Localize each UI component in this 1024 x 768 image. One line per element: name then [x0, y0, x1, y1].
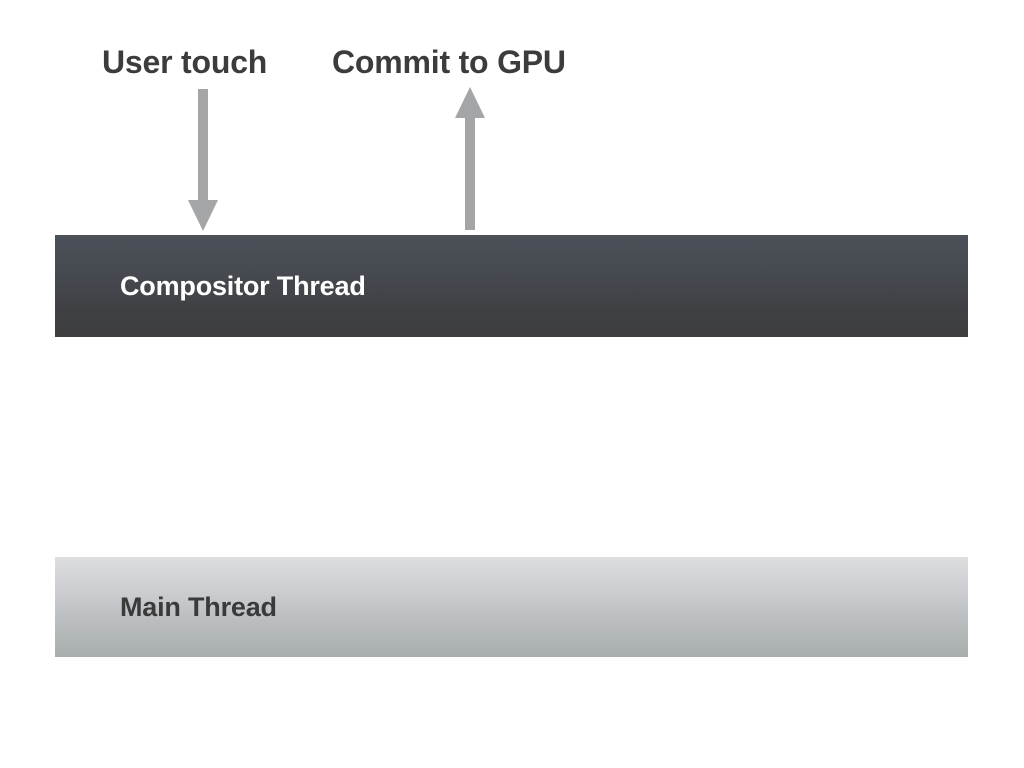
lane-label-main-thread: Main Thread: [120, 591, 277, 622]
lane-compositor-thread: Compositor Thread: [55, 235, 968, 337]
annotation-label-user-touch: User touch: [102, 44, 268, 80]
arrow-head: [188, 200, 218, 231]
arrow-up-icon-commit-to-gpu: [450, 87, 490, 230]
arrow-shaft: [198, 89, 208, 202]
arrow-shaft: [465, 116, 475, 230]
arrow-down-icon-user-touch: [183, 89, 223, 231]
lane-label-compositor-thread: Compositor Thread: [120, 270, 366, 301]
arrow-head: [455, 87, 485, 118]
lane-main-thread: Main Thread: [55, 557, 968, 657]
annotation-label-commit-to-gpu: Commit to GPU: [332, 44, 566, 80]
